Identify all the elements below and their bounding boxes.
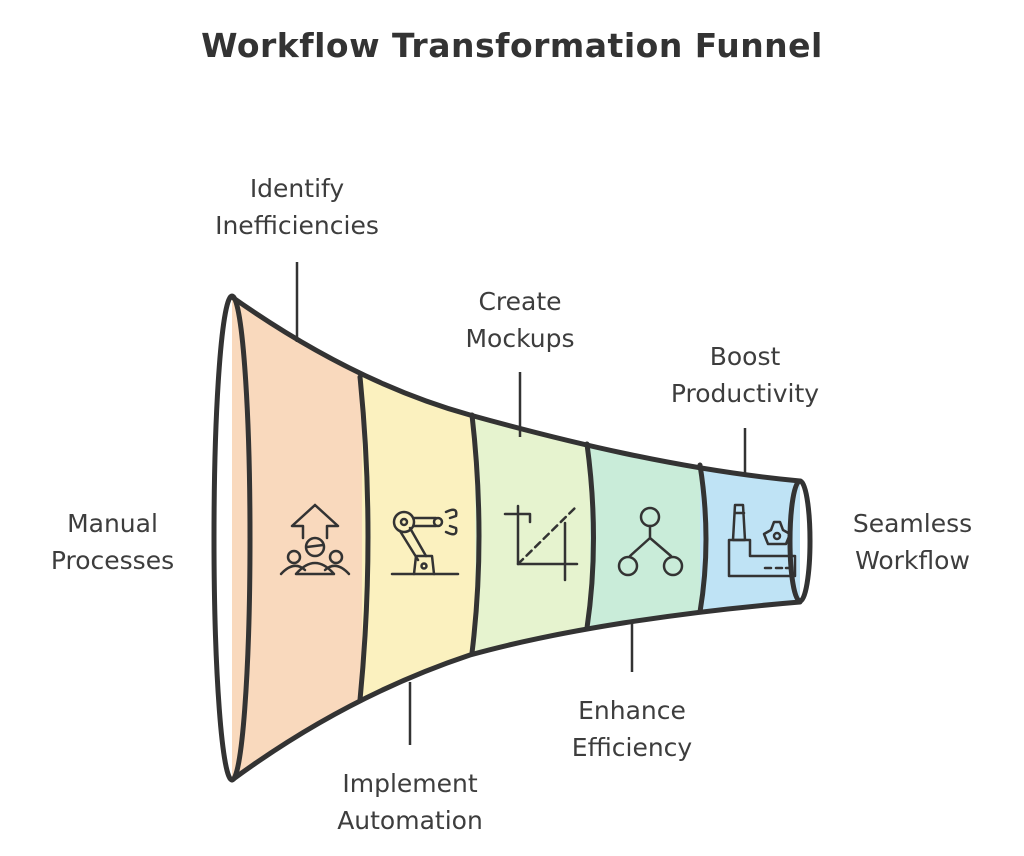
hierarchy-icon — [617, 506, 684, 577]
label-line: Seamless — [852, 509, 973, 538]
stage-band-1 — [232, 297, 362, 780]
funnel-end — [787, 478, 813, 604]
label-manual-processes: Manual Processes — [30, 505, 195, 579]
label-line: Implement — [342, 769, 478, 798]
stage-band-2 — [362, 297, 475, 780]
label-line: Boost — [709, 342, 781, 371]
crop-icon — [503, 504, 579, 582]
label-boost-productivity: Boost Productivity — [640, 338, 850, 412]
funnel-bottom-edge — [229, 599, 803, 783]
label-seamless-workflow: Seamless Workflow — [830, 505, 995, 579]
divider-4 — [697, 462, 709, 615]
label-enhance-efficiency: Enhance Efficiency — [540, 692, 724, 766]
label-line: Identify — [249, 174, 345, 203]
robotic-arm-icon — [390, 508, 460, 576]
label-implement-automation: Implement Automation — [300, 765, 520, 839]
label-line: Automation — [337, 806, 483, 835]
funnel-mouth — [211, 293, 253, 783]
label-line: Create — [478, 287, 562, 316]
label-line: Processes — [50, 546, 175, 575]
label-line: Workflow — [855, 546, 970, 575]
divider-2 — [469, 412, 482, 656]
label-create-mockups: Create Mockups — [430, 283, 610, 357]
factory-gear-icon — [727, 503, 797, 578]
team-growth-icon — [279, 503, 351, 576]
label-line: Manual — [67, 509, 158, 538]
label-line: Productivity — [670, 379, 820, 408]
label-identify-inefficiencies: Identify Inefficiencies — [187, 170, 407, 244]
label-line: Inefficiencies — [215, 211, 379, 240]
divider-1 — [357, 374, 371, 703]
label-line: Enhance — [578, 696, 686, 725]
diagram-title: Workflow Transformation Funnel — [201, 26, 823, 65]
label-line: Mockups — [465, 324, 575, 353]
label-line: Efficiency — [571, 733, 693, 762]
divider-3 — [584, 441, 596, 631]
